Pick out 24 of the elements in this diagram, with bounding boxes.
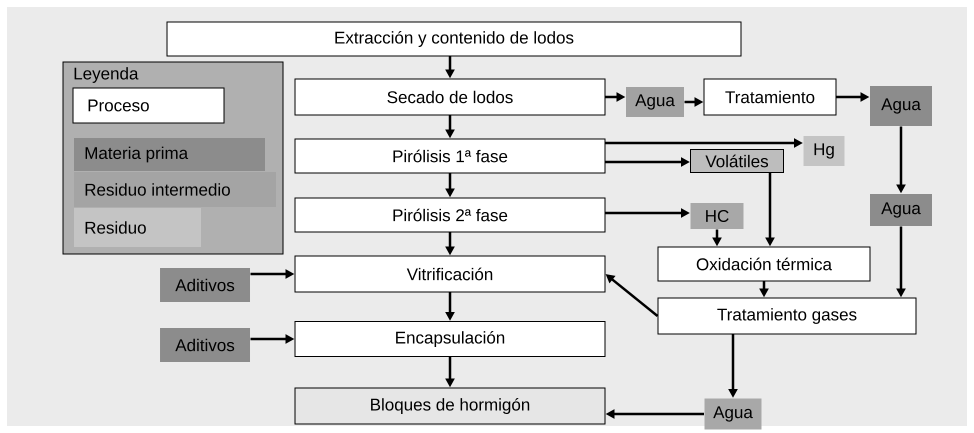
- shaded-box: Aditivos: [160, 268, 250, 302]
- process-box: Volátiles: [690, 149, 784, 173]
- legend-label: Residuo: [86, 221, 146, 234]
- process-box: Tratamiento gases: [658, 298, 916, 334]
- process-box: Pirólisis 1ª fase: [294, 138, 606, 174]
- shaded-box: HC: [690, 203, 744, 229]
- legend-label: Residuo intermedio: [86, 183, 230, 196]
- legend-label: Proceso: [88, 100, 149, 112]
- process-box: Oxidación térmica: [658, 246, 870, 282]
- shaded-box: Agua: [704, 398, 762, 430]
- legend-title: Leyenda: [74, 67, 138, 83]
- shaded-box: Aditivos: [160, 328, 250, 362]
- process-box: Vitrificación: [294, 256, 606, 292]
- process-box: Pirólisis 2ª fase: [294, 198, 606, 232]
- process-box: Extracción y contenido de lodos: [166, 22, 742, 56]
- shaded-box: Agua: [870, 86, 932, 126]
- shaded-box: Agua: [870, 194, 932, 226]
- process-box: Bloques de hormigón: [294, 388, 606, 424]
- process-box: Tratamiento: [704, 78, 836, 116]
- shaded-box: Hg: [804, 136, 844, 166]
- shaded-box: Agua: [626, 87, 684, 117]
- legend-label: Materia prima: [86, 146, 188, 162]
- process-box: Secado de lodos: [294, 78, 606, 116]
- process-box: Encapsulación: [294, 321, 606, 357]
